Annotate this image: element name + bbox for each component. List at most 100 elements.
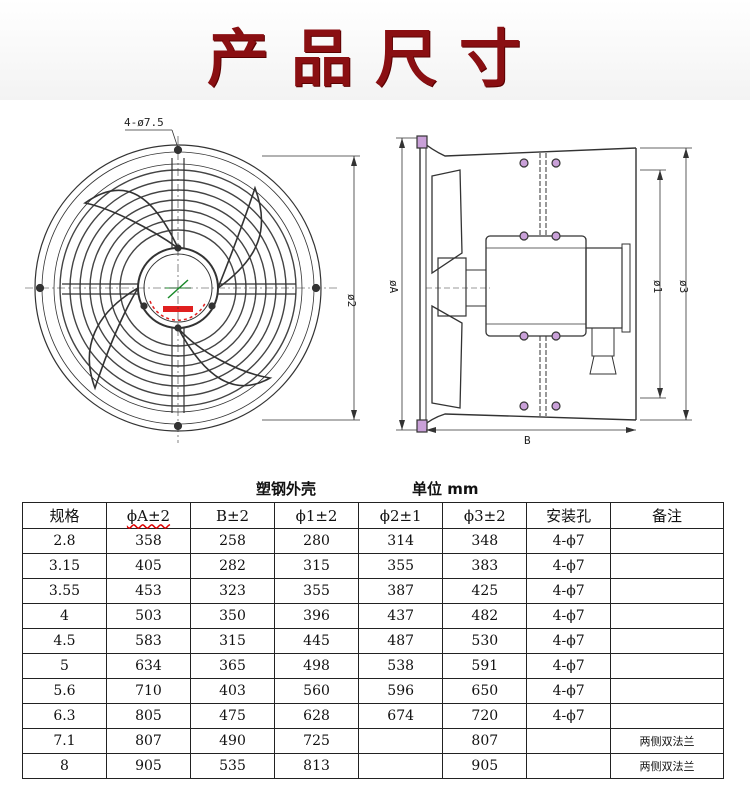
col-header: ϕ3±2 [442, 502, 528, 529]
table-cell: 7.1 [22, 728, 107, 754]
table-cell: 905 [442, 753, 528, 779]
col-header: ϕA±2 [105, 502, 192, 529]
header-band [0, 0, 750, 100]
table-cell: 560 [273, 678, 360, 704]
table-cell: 358 [105, 528, 192, 554]
table-cell: 348 [442, 528, 528, 554]
col-header: ϕ1±2 [273, 502, 360, 529]
hole-spec-label: 4-ø7.5 [124, 116, 164, 129]
material-caption: 塑钢外壳 [256, 480, 317, 498]
motor-body [485, 235, 587, 337]
col-header: 备注 [610, 502, 724, 529]
table-cell: 445 [273, 628, 360, 654]
table-cell: 710 [105, 678, 192, 704]
table-cell: 725 [273, 728, 360, 754]
table-cell: 4-ϕ7 [526, 703, 611, 729]
side-view [396, 135, 692, 433]
table-cell [610, 528, 724, 554]
table-cell: 3.15 [22, 553, 107, 579]
table-cell: 720 [442, 703, 528, 729]
table-cell: 两侧双法兰 [610, 753, 724, 779]
table-cell: 315 [190, 628, 275, 654]
table-cell: 490 [190, 728, 275, 754]
table-cell: 315 [273, 553, 360, 579]
table-cell [610, 553, 724, 579]
table-cell: 4-ϕ7 [526, 628, 611, 654]
table-cell: 905 [105, 753, 192, 779]
table-cell: 403 [190, 678, 275, 704]
table-cell [526, 728, 611, 754]
table-cell: 498 [273, 653, 360, 679]
page-title: 产品尺寸 [206, 22, 543, 95]
table-cell: 591 [442, 653, 528, 679]
front-view [25, 129, 360, 443]
table-cell [610, 653, 724, 679]
table-cell: 405 [105, 553, 192, 579]
diaA-label: øA [387, 280, 400, 294]
table-cell: 两侧双法兰 [610, 728, 724, 754]
table-cell: 396 [273, 603, 360, 629]
technical-drawing: 4-ø7.5 ø2 [0, 108, 750, 458]
table-cell: 282 [190, 553, 275, 579]
table-header-row: 规格 ϕA±2 B±2 ϕ1±2 ϕ2±1 ϕ3±2 安装孔 备注 [22, 502, 724, 529]
table-cell: 805 [105, 703, 192, 729]
table-cell: 628 [273, 703, 360, 729]
table-cell [526, 753, 611, 779]
col-header: 规格 [22, 502, 107, 529]
table-cell [358, 728, 444, 754]
dia2-label: ø2 [345, 294, 358, 307]
table-cell: 453 [105, 578, 192, 604]
table-cell: 5 [22, 653, 107, 679]
blade-profile [431, 169, 463, 275]
table-cell: 365 [190, 653, 275, 679]
unit-caption: 单位 mm [412, 480, 479, 498]
table-cell: 425 [442, 578, 528, 604]
table-cell: 383 [442, 553, 528, 579]
table-cell: 530 [442, 628, 528, 654]
table-cell: 437 [358, 603, 444, 629]
table-cell: 538 [358, 653, 444, 679]
table-cell [610, 703, 724, 729]
junction-box [585, 247, 623, 329]
table-cell: 4-ϕ7 [526, 678, 611, 704]
table-cell: 650 [442, 678, 528, 704]
table-cell: 535 [190, 753, 275, 779]
table-cell: 4.5 [22, 628, 107, 654]
table-cell: 4-ϕ7 [526, 653, 611, 679]
col-header: 安装孔 [526, 502, 611, 529]
table-cell: 596 [358, 678, 444, 704]
dia1-label: ø1 [651, 280, 664, 293]
table-cell [610, 578, 724, 604]
table-cell [610, 678, 724, 704]
table-cell: 475 [190, 703, 275, 729]
table-cell: 323 [190, 578, 275, 604]
table-cell: 258 [190, 528, 275, 554]
table-cell: 4-ϕ7 [526, 578, 611, 604]
table-cell [610, 603, 724, 629]
table-cell: 583 [105, 628, 192, 654]
table-cell: 807 [105, 728, 192, 754]
table-cell: 280 [273, 528, 360, 554]
table-cell: 4-ϕ7 [526, 603, 611, 629]
table-cell: 355 [273, 578, 360, 604]
table-cell: 355 [358, 553, 444, 579]
table-cell: 807 [442, 728, 528, 754]
table-cell: 350 [190, 603, 275, 629]
table-cell [610, 628, 724, 654]
table-cell: 314 [358, 528, 444, 554]
col-header: B±2 [190, 502, 275, 529]
nameplate-mark [163, 306, 193, 312]
table-cell: 634 [105, 653, 192, 679]
fan-blades [83, 185, 273, 391]
